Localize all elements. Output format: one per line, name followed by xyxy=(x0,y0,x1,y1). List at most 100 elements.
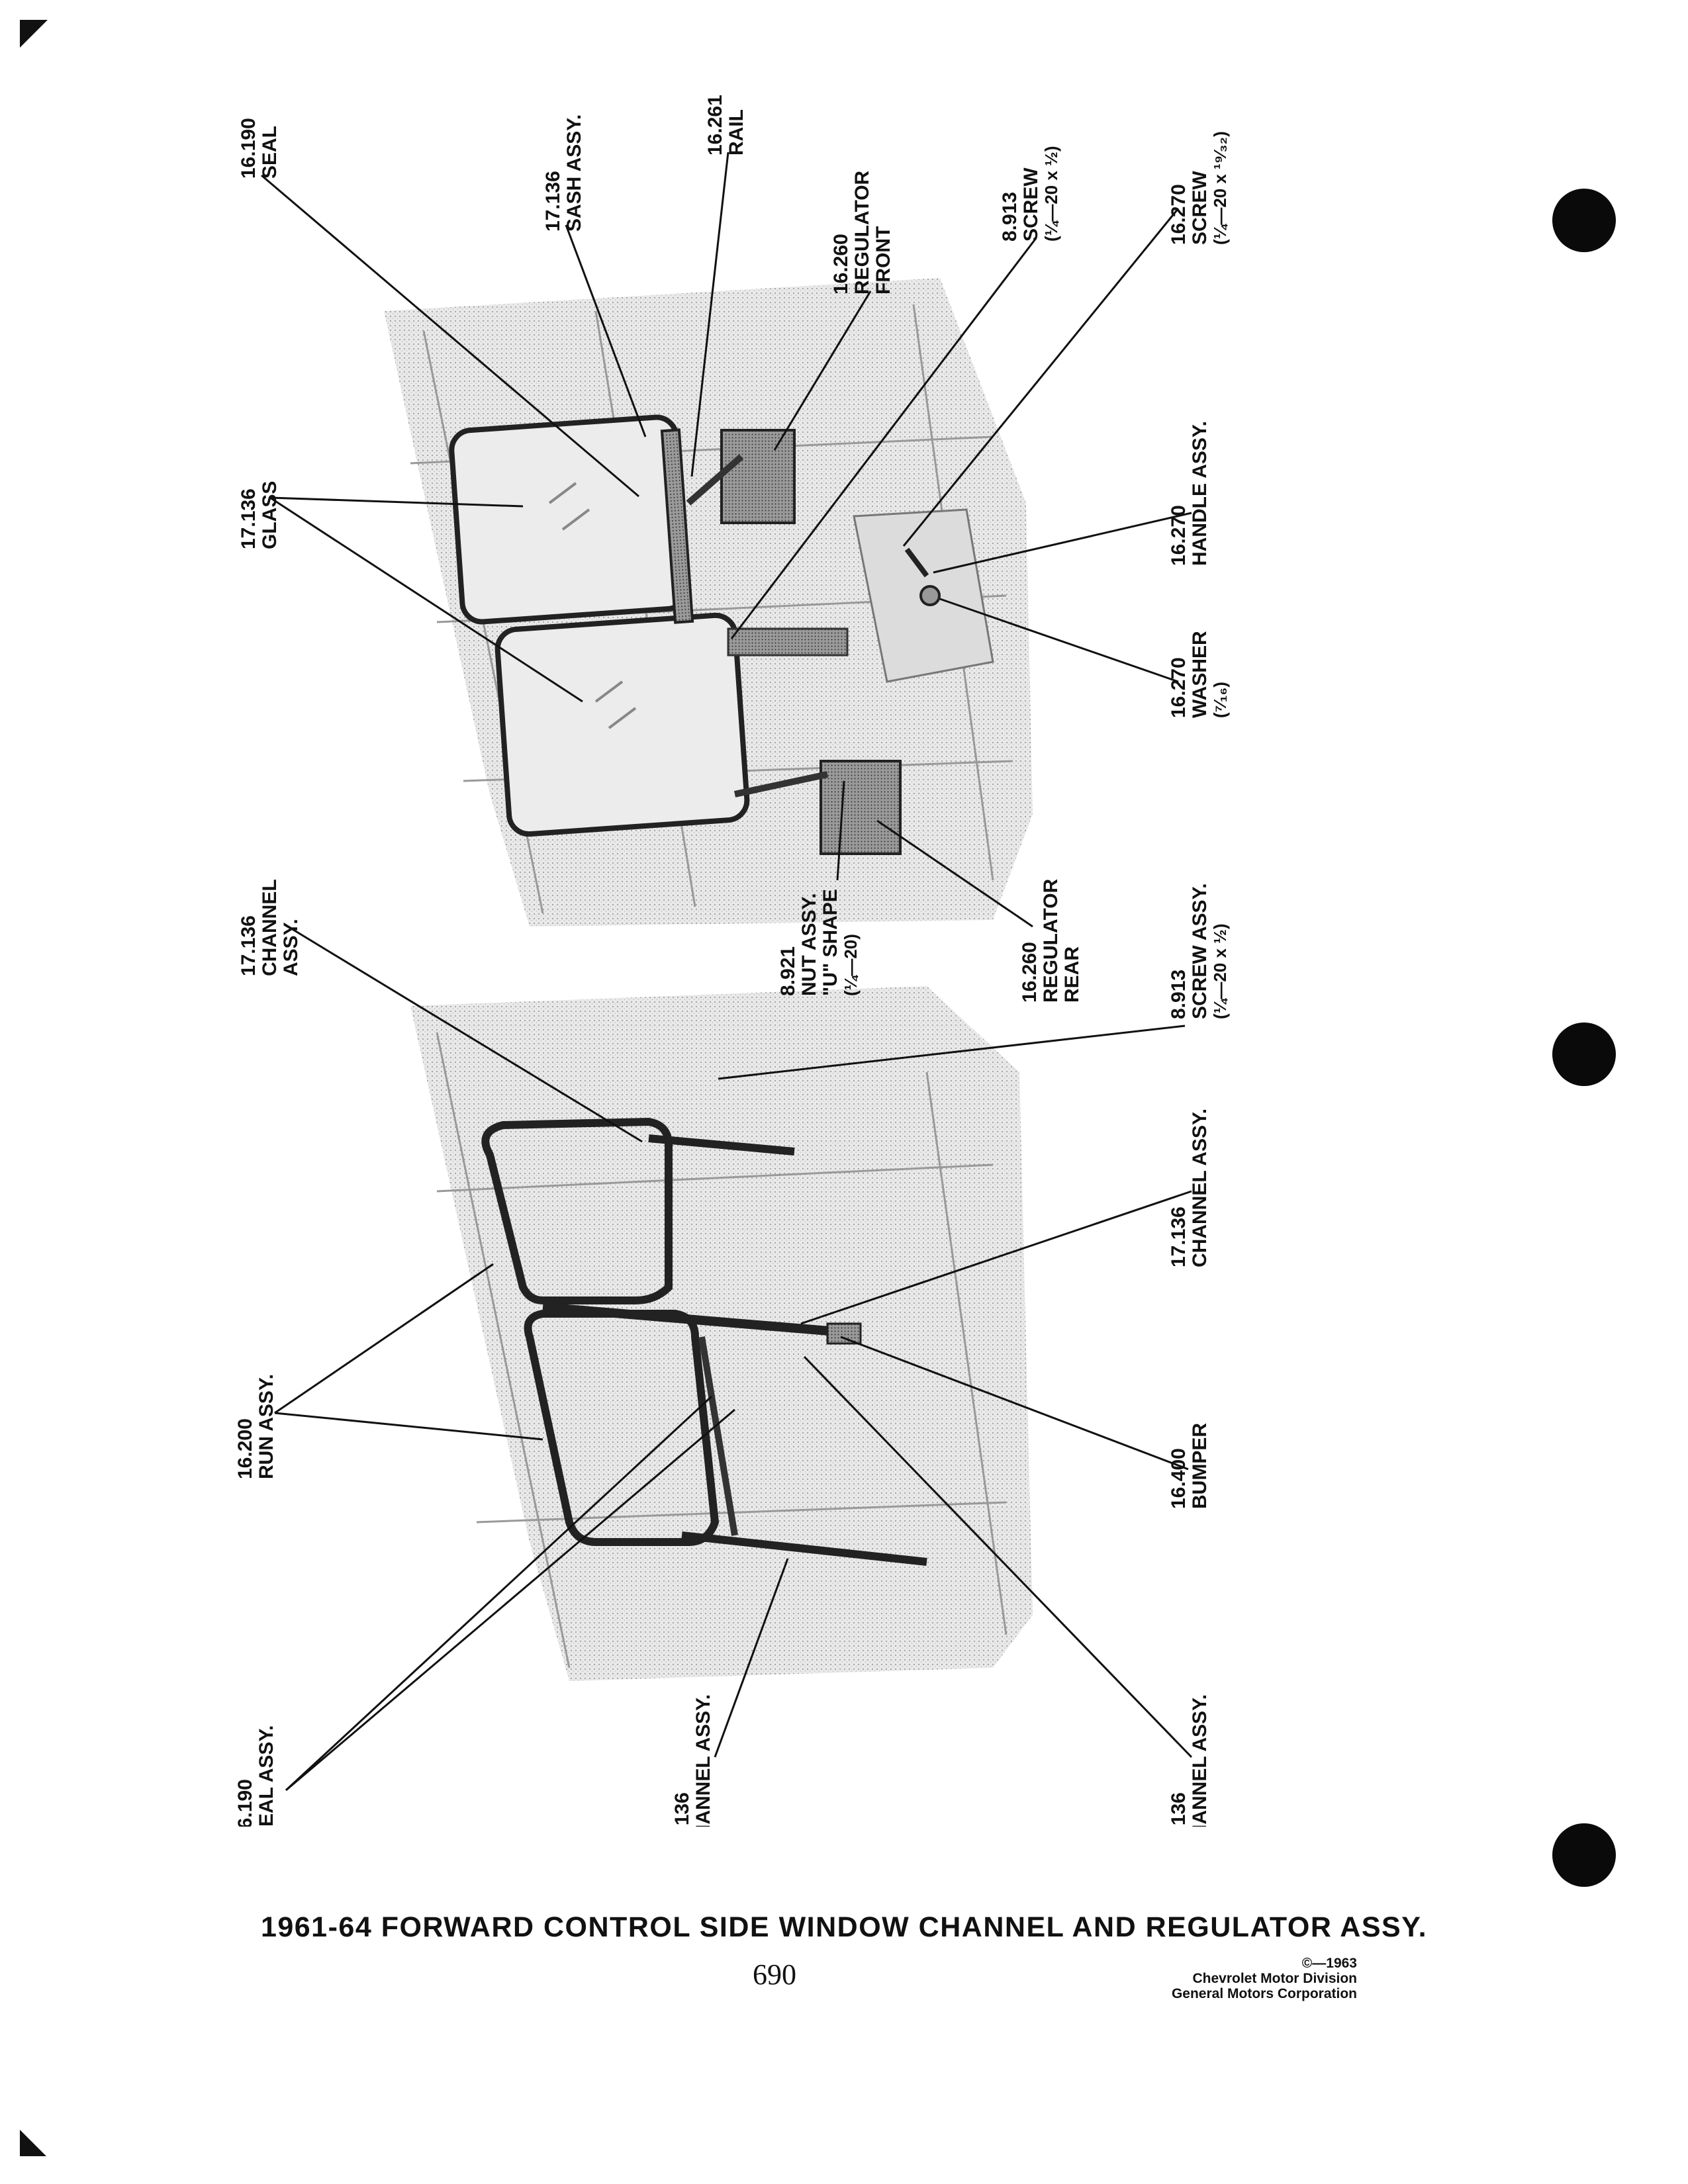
leader-channel-bottom xyxy=(714,1558,789,1758)
svg-text:8.921: 8.921 xyxy=(777,946,799,996)
regulator-front-arm xyxy=(686,454,744,506)
handle-shaft xyxy=(904,547,929,578)
svg-text:16.260: 16.260 xyxy=(1019,942,1041,1003)
leader-lines xyxy=(261,152,1193,1792)
svg-text:16.190: 16.190 xyxy=(238,118,259,179)
washer-part xyxy=(919,585,941,606)
leader-reg-front xyxy=(773,291,872,451)
svg-text:17.136: 17.136 xyxy=(1168,1206,1190,1267)
callout-seal-top: 16.190 SEAL xyxy=(238,118,281,179)
channel-divider-rail xyxy=(542,1302,861,1338)
run-assy-front-frame xyxy=(481,1117,673,1304)
svg-text:CHANNEL ASSY.: CHANNEL ASSY. xyxy=(1189,1109,1211,1267)
leader-seal-assy-2 xyxy=(285,1408,735,1792)
leader-rail xyxy=(690,152,729,477)
upper-illustration xyxy=(384,278,1033,927)
svg-text:NUT ASSY.: NUT ASSY. xyxy=(798,893,820,996)
leader-screw-assy xyxy=(718,1024,1186,1080)
callout-reg-front: 16.260 REGULATOR FRONT xyxy=(830,170,894,295)
punch-hole-middle xyxy=(1552,1023,1616,1086)
bar-between xyxy=(727,627,849,657)
figure-caption: 1961-64 FORWARD CONTROL SIDE WINDOW CHAN… xyxy=(260,1911,1428,1943)
callout-labels: 16.190 SEAL 17.136 SASH ASSY. 16.261 RAI… xyxy=(234,95,1230,1827)
svg-text:17.136: 17.136 xyxy=(238,915,259,976)
svg-text:17.136: 17.136 xyxy=(238,488,259,549)
svg-text:16.260: 16.260 xyxy=(830,234,852,295)
lower-body-panel xyxy=(410,986,1033,1681)
callout-screw-b: 16.270 SCREW (¼—20 x ¹⁹⁄₃₂) xyxy=(1168,131,1230,245)
leader-seal-top xyxy=(261,174,639,498)
copyright-division: Chevrolet Motor Division xyxy=(1192,1971,1357,1986)
svg-text:FRONT: FRONT xyxy=(872,226,894,295)
regulator-rear-arm xyxy=(733,771,829,797)
leader-nut xyxy=(836,780,845,881)
copyright-year: ©—1963 xyxy=(1301,1956,1357,1971)
leader-washer xyxy=(939,598,1179,683)
leader-screw-b xyxy=(902,208,1180,547)
callout-channel-bottom: 17.136 CHANNEL ASSY. xyxy=(671,1694,714,1827)
svg-text:CHANNEL ASSY.: CHANNEL ASSY. xyxy=(692,1694,714,1827)
glass-hatch xyxy=(548,482,637,729)
callout-sash: 17.136 SASH ASSY. xyxy=(542,114,585,232)
svg-text:17.136: 17.136 xyxy=(671,1792,693,1827)
leader-channel-r2 xyxy=(803,1355,1193,1758)
svg-text:SASH ASSY.: SASH ASSY. xyxy=(563,114,585,232)
copyright-block: ©—1963 Chevrolet Motor Division General … xyxy=(1172,1956,1357,2001)
callout-rail: 16.261 RAIL xyxy=(704,95,747,156)
svg-text:16.190: 16.190 xyxy=(234,1779,256,1827)
svg-text:SCREW: SCREW xyxy=(1189,171,1211,245)
bumper-block xyxy=(826,1322,862,1345)
punch-hole-top xyxy=(1552,189,1616,252)
svg-text:16.270: 16.270 xyxy=(1168,505,1190,566)
corner-mark-bottom-left xyxy=(20,2130,46,2156)
svg-text:(⁷⁄₁₆): (⁷⁄₁₆) xyxy=(1210,682,1230,718)
svg-text:(¼—20 x ¹⁹⁄₃₂): (¼—20 x ¹⁹⁄₃₂) xyxy=(1210,131,1230,245)
svg-text:16.400: 16.400 xyxy=(1168,1448,1190,1509)
leader-channel-r1 xyxy=(800,1190,1192,1325)
regulator-front-body xyxy=(720,429,796,524)
callout-run: 16.200 RUN ASSY. xyxy=(234,1374,277,1479)
svg-text:REGULATOR: REGULATOR xyxy=(851,170,873,295)
callout-handle: 16.270 HANDLE ASSY. xyxy=(1168,421,1211,566)
svg-text:REGULATOR: REGULATOR xyxy=(1040,878,1062,1003)
svg-text:(¼—20 x ½): (¼—20 x ½) xyxy=(1041,146,1061,242)
callout-reg-rear: 16.260 REGULATOR REAR xyxy=(1019,878,1083,1003)
svg-text:(¼—20): (¼—20) xyxy=(841,934,861,996)
svg-text:17.136: 17.136 xyxy=(1168,1792,1190,1827)
leader-seal-assy-1 xyxy=(285,1395,713,1792)
callout-channel-r2: 17.136 CHANNEL ASSY. xyxy=(1168,1694,1211,1827)
svg-text:16.200: 16.200 xyxy=(234,1418,256,1479)
leader-handle xyxy=(933,512,1192,574)
leader-glass-2 xyxy=(269,496,583,703)
callout-washer: 16.270 WASHER (⁷⁄₁₆) xyxy=(1168,631,1230,718)
callout-seal-assy: 16.190 SEAL ASSY. xyxy=(234,1725,277,1827)
callout-screw-a: 8.913 SCREW (¼—20 x ½) xyxy=(999,146,1061,242)
leader-screw-a xyxy=(730,238,1037,639)
run-assy-rear-frame xyxy=(524,1310,720,1546)
svg-text:SEAL: SEAL xyxy=(259,126,281,179)
leader-glass-1 xyxy=(269,496,524,508)
svg-text:REAR: REAR xyxy=(1061,946,1083,1003)
page-number: 690 xyxy=(753,1958,796,1991)
svg-text:17.136: 17.136 xyxy=(542,171,564,232)
svg-text:SEAL ASSY.: SEAL ASSY. xyxy=(256,1725,277,1827)
leader-reg-rear xyxy=(876,819,1033,928)
callout-screw-assy: 8.913 SCREW ASSY. (¼—20 x ½) xyxy=(1168,883,1230,1019)
callout-glass: 17.136 GLASS xyxy=(238,481,281,549)
corner-mark-top-left xyxy=(20,20,48,48)
channel-vertical xyxy=(698,1336,738,1536)
svg-text:RUN ASSY.: RUN ASSY. xyxy=(256,1374,277,1479)
upper-glass-front xyxy=(449,414,690,625)
sash-strip xyxy=(660,428,694,624)
punch-hole-bottom xyxy=(1552,1823,1616,1887)
svg-text:HANDLE ASSY.: HANDLE ASSY. xyxy=(1189,421,1211,566)
leader-bumper xyxy=(840,1336,1189,1471)
svg-text:"U" SHAPE: "U" SHAPE xyxy=(820,889,841,996)
channel-upper-rail xyxy=(648,1134,795,1156)
leader-channel-top xyxy=(287,925,643,1143)
callout-channel-top: 17.136 CHANNEL ASSY. xyxy=(238,879,302,976)
svg-text:BUMPER: BUMPER xyxy=(1189,1423,1211,1509)
channel-lower-rail xyxy=(681,1531,927,1566)
lower-panel-lines xyxy=(436,1032,1008,1668)
svg-text:8.913: 8.913 xyxy=(999,192,1021,242)
